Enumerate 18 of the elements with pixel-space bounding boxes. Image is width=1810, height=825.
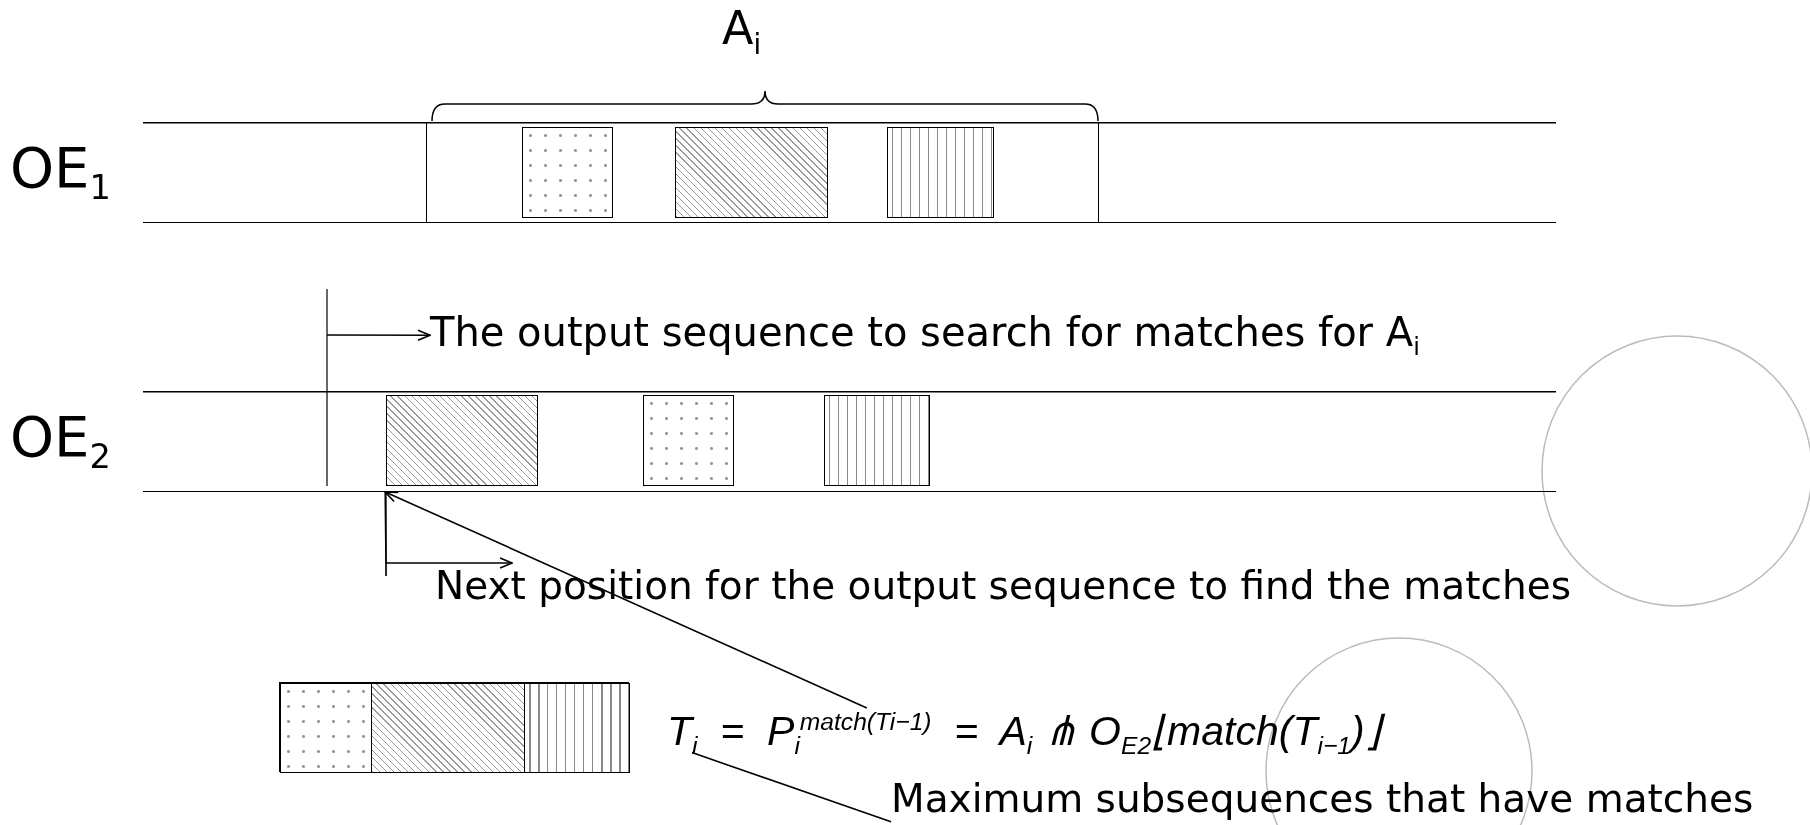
- striped-block: [824, 395, 930, 486]
- annotation-text: The output sequence to search for matches for A$_{i}$: [430, 309, 1420, 362]
- arrow: [326, 329, 431, 342]
- row-label: OE$_{1}$: [10, 136, 111, 208]
- dotted-block: [280, 683, 372, 773]
- arrow: [384, 491, 868, 709]
- arrow: [384, 491, 513, 569]
- brace-label: A$_{i}$: [722, 2, 762, 61]
- annotation-text: Maximum subsequences that have matches: [891, 777, 1754, 822]
- dotted-block: [522, 127, 613, 218]
- row-label: OE$_{2}$: [10, 405, 111, 477]
- combined-sequence-bar: [279, 682, 629, 772]
- hatched-block: [675, 127, 828, 218]
- hatched-block: [386, 395, 538, 486]
- striped-block: [524, 683, 630, 773]
- dotted-block: [643, 395, 734, 486]
- hatched-block: [371, 683, 525, 773]
- striped-block: [887, 127, 994, 218]
